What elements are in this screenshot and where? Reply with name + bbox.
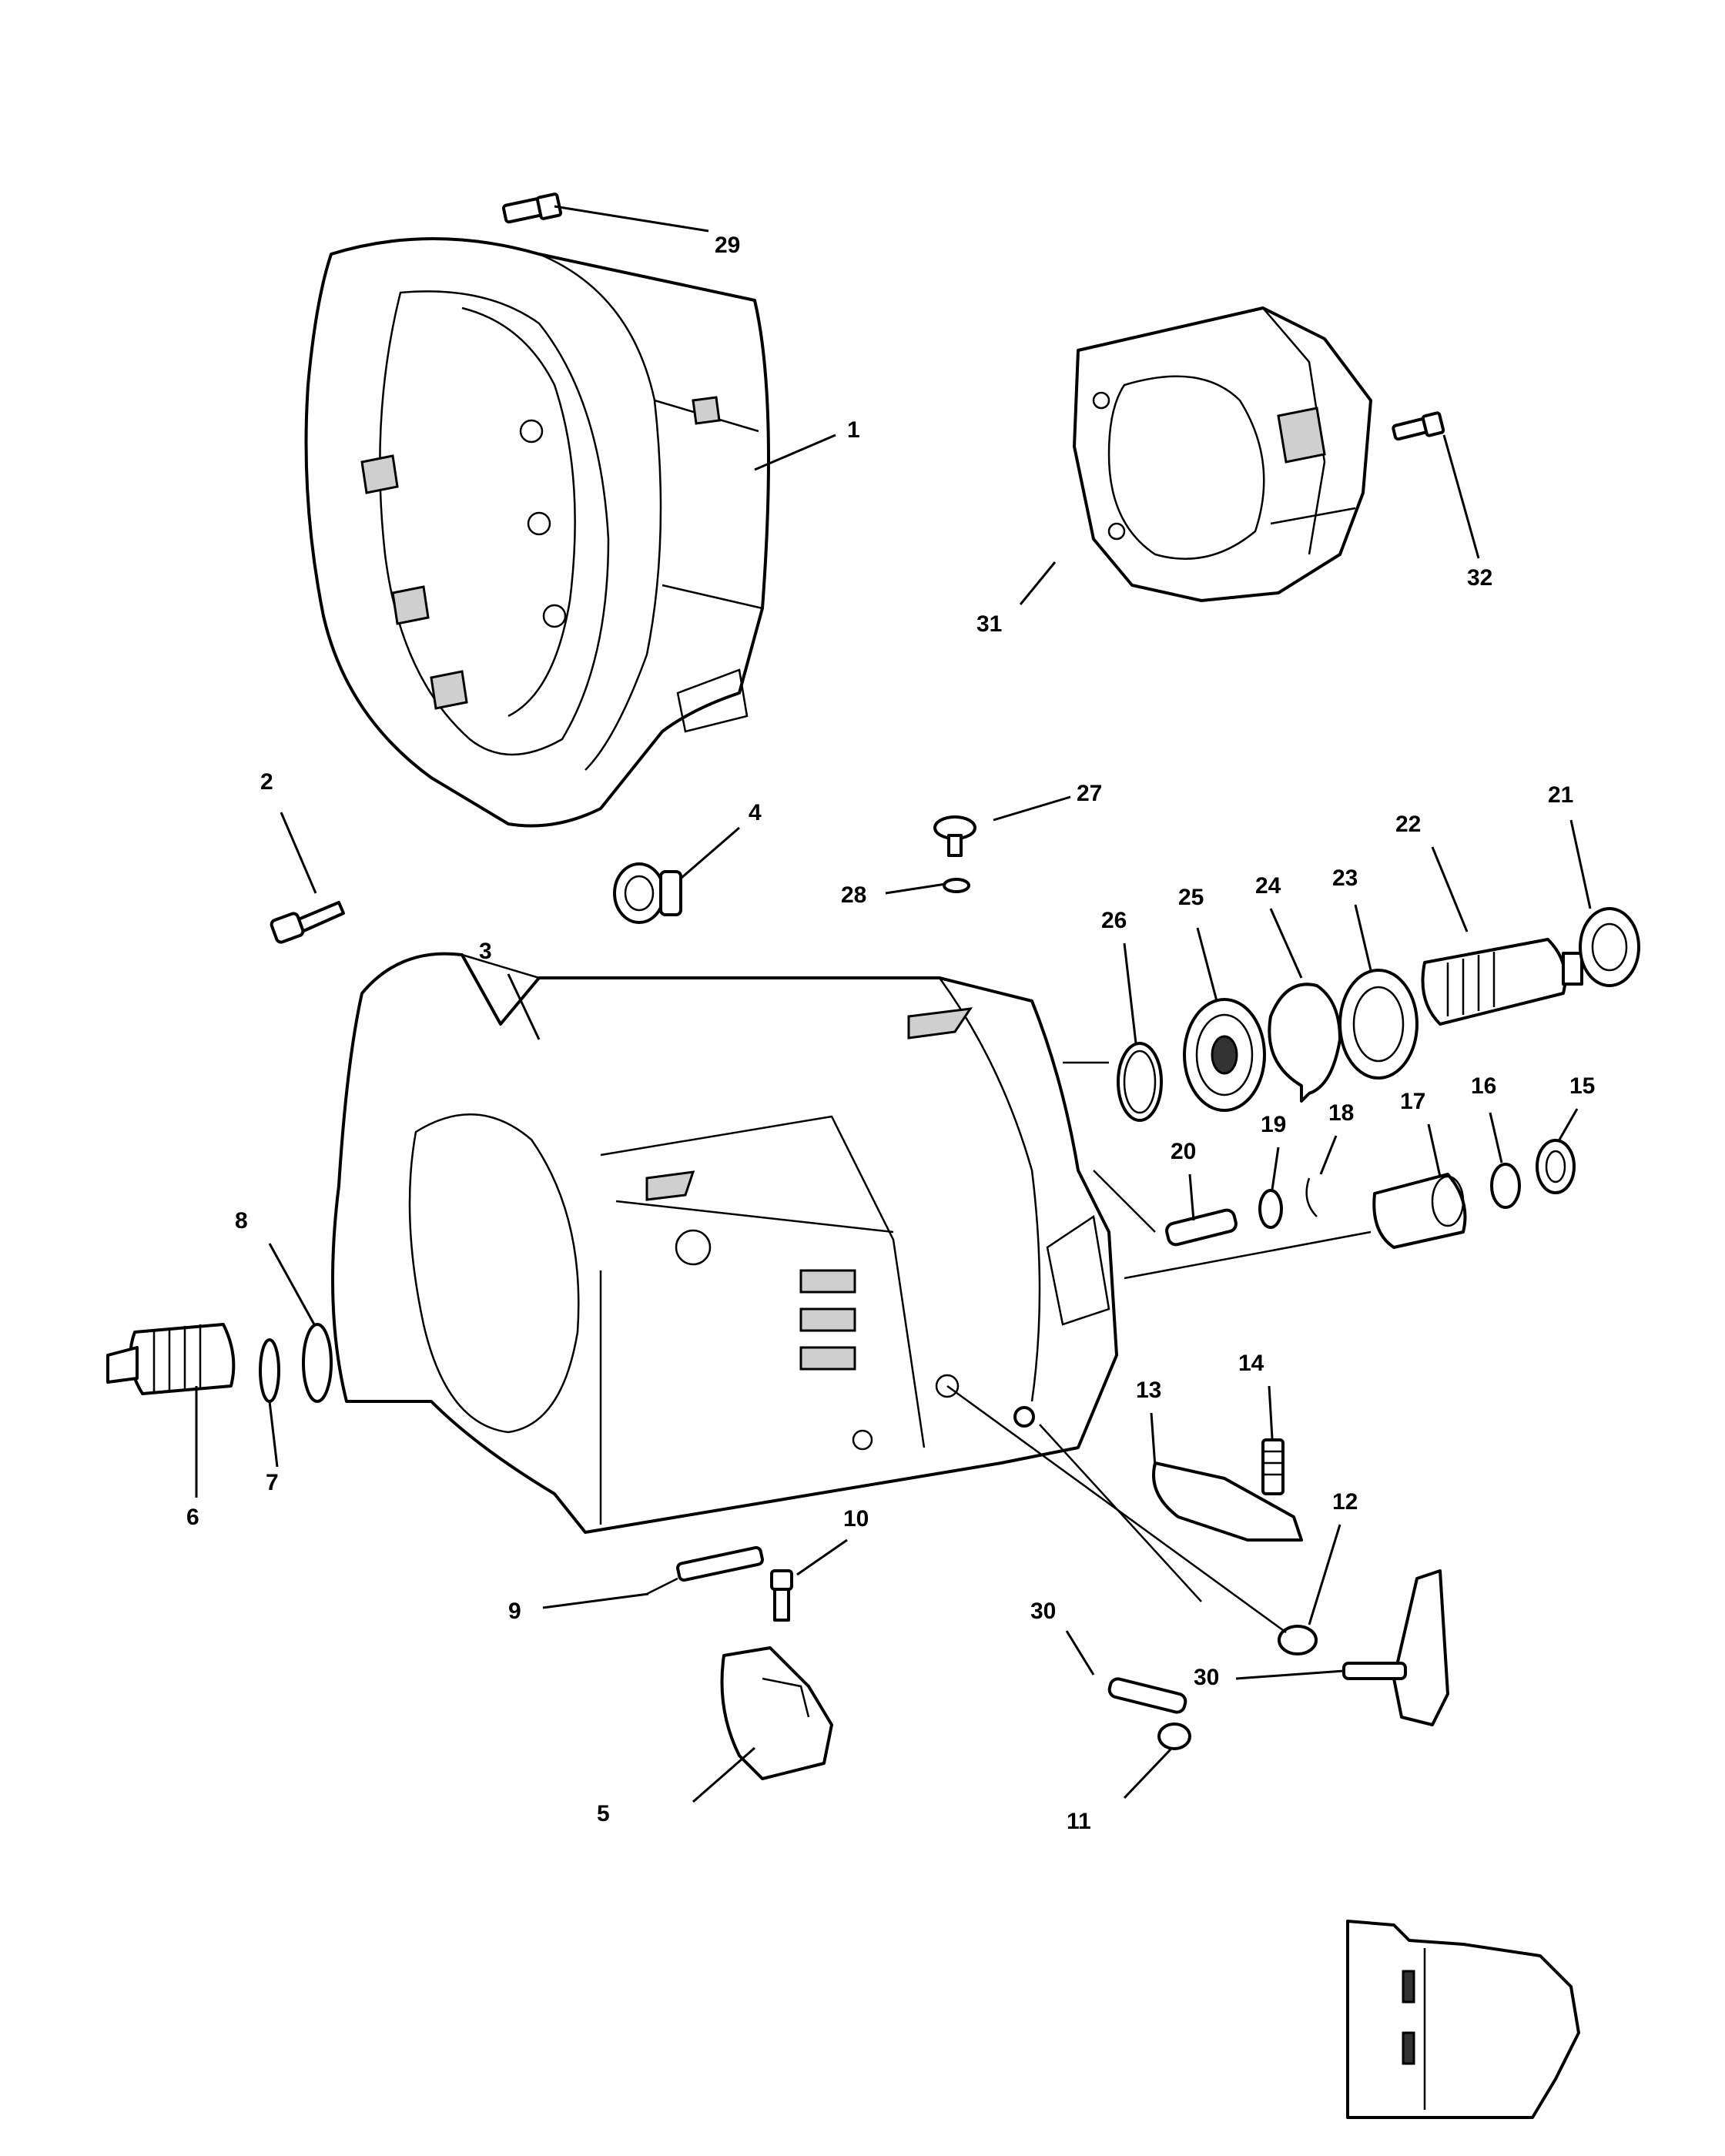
part-26-snap-ring [1117, 1042, 1163, 1122]
part-18-clip [1305, 1177, 1318, 1217]
part-13-detent-lever [1152, 1461, 1303, 1542]
part-8-o-ring [302, 1323, 333, 1403]
part-17-selector-housing [1372, 1173, 1467, 1249]
part-16-seal-ring [1490, 1163, 1521, 1209]
callout-4: 4 [749, 800, 762, 825]
part-9-stud [646, 1545, 764, 1595]
callout-14: 14 [1238, 1351, 1264, 1376]
part-4-plug [613, 862, 682, 924]
part-25-bearing [1183, 998, 1266, 1112]
callout-30-pin: 30 [1030, 1599, 1056, 1624]
part-22-output-shaft [1421, 938, 1583, 1026]
callout-21: 21 [1548, 782, 1573, 808]
part-12-nut [1278, 1625, 1318, 1656]
part-30-pin [1107, 1677, 1187, 1714]
part-28-o-ring [943, 878, 970, 893]
callout-18: 18 [1328, 1100, 1354, 1126]
callout-8: 8 [235, 1208, 248, 1234]
callout-15: 15 [1569, 1073, 1595, 1099]
callout-labels: 29 1 2 4 3 5 6 7 8 9 10 11 12 13 14 15 1… [186, 233, 1595, 1834]
callout-9: 9 [508, 1599, 521, 1624]
part-29-bolt [502, 192, 563, 224]
part-5-bracket [720, 1646, 833, 1780]
callout-22: 22 [1395, 812, 1421, 837]
part-19-o-ring [1258, 1189, 1283, 1229]
part-32-bolt [1392, 411, 1445, 441]
part-10-bolt [770, 1569, 793, 1622]
callout-3: 3 [479, 939, 492, 964]
part-2-bolt [270, 901, 345, 944]
callout-19: 19 [1261, 1112, 1286, 1137]
callout-29: 29 [715, 233, 740, 258]
callout-6: 6 [186, 1505, 199, 1530]
part-30-shift-lever [1342, 1569, 1449, 1726]
part-21-flange-nut [1579, 907, 1640, 987]
part-23-seal [1338, 969, 1419, 1080]
callout-20: 20 [1171, 1139, 1196, 1164]
part-6-electrical-connector [106, 1323, 236, 1395]
callout-17: 17 [1400, 1089, 1425, 1114]
callout-16: 16 [1471, 1073, 1496, 1099]
part-7-o-ring [259, 1338, 280, 1403]
part-11-clip [1157, 1722, 1191, 1750]
part-14-spring [1261, 1438, 1285, 1495]
callout-13: 13 [1136, 1378, 1161, 1403]
callout-24: 24 [1255, 873, 1281, 899]
callout-25: 25 [1178, 885, 1204, 910]
callout-7: 7 [266, 1470, 279, 1495]
callout-28: 28 [841, 882, 866, 908]
part-3-transmission-case [331, 952, 1118, 1534]
callout-23: 23 [1332, 865, 1358, 891]
part-31-adapter-housing [1073, 306, 1372, 602]
part-27-breather [933, 815, 976, 857]
callout-11: 11 [1067, 1809, 1091, 1834]
part-20-pin [1165, 1208, 1238, 1247]
part-24-retaining-ring [1268, 983, 1341, 1103]
callout-31: 31 [976, 611, 1002, 637]
callout-30-lever: 30 [1194, 1665, 1219, 1690]
part-15-seal [1536, 1139, 1576, 1194]
callout-27: 27 [1077, 781, 1102, 806]
callout-5: 5 [597, 1801, 610, 1826]
callout-26: 26 [1101, 908, 1127, 933]
callout-1: 1 [847, 417, 860, 443]
callout-12: 12 [1332, 1489, 1358, 1515]
locator-thumbnail [1346, 1920, 1580, 2119]
part-1-converter-housing [304, 237, 770, 828]
callout-32: 32 [1467, 565, 1492, 591]
leader-lines [195, 205, 1592, 1803]
callout-10: 10 [843, 1506, 869, 1532]
callout-2: 2 [260, 769, 273, 795]
